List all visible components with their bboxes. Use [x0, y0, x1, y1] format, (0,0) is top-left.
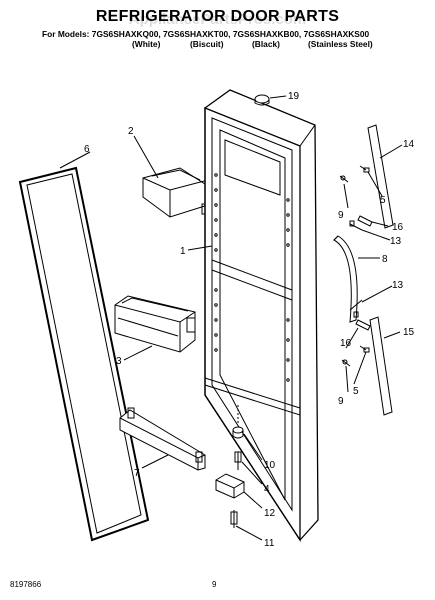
leader-6 [59, 151, 91, 169]
callout-9-lower: 9 [338, 396, 344, 407]
upper-door-bin [142, 167, 209, 218]
leader-5-upper [367, 171, 383, 197]
callout-7: 7 [134, 468, 140, 479]
refrigerator-door [204, 89, 319, 543]
models-line: For Models: 7GS6SHAXKQ00, 7GS6SHAXKT00, … [42, 29, 370, 39]
callout-8: 8 [382, 254, 388, 265]
door-plug [254, 94, 270, 106]
hinge-washer [234, 451, 242, 470]
page-number: 9 [212, 580, 217, 589]
callout-19: 19 [288, 91, 300, 102]
callout-3: 3 [116, 356, 122, 367]
bottom-hinge [215, 473, 245, 499]
callout-5-upper: 5 [380, 195, 386, 206]
callout-5-lower: 5 [353, 386, 359, 397]
callout-13-upper: 13 [390, 236, 402, 247]
leader-16-lower [345, 327, 359, 349]
leader-9-lower [345, 365, 349, 393]
leader-13-upper [361, 229, 391, 241]
hinge-screw [230, 510, 238, 528]
leader-14 [379, 144, 403, 159]
callout-9-upper: 9 [338, 210, 344, 221]
callout-4: 4 [264, 484, 270, 495]
leader-10 [243, 433, 263, 461]
callout-12: 12 [264, 508, 276, 519]
leader-19 [269, 95, 287, 99]
color-white: (White) [132, 39, 161, 49]
handle-screw-lower [349, 299, 363, 318]
callout-14: 14 [403, 139, 415, 150]
page-title: REFRIGERATOR DOOR PARTS [95, 8, 340, 25]
leader-16-upper [371, 221, 389, 227]
leader-12 [243, 491, 263, 509]
leader-13-lower [361, 285, 393, 303]
leader-15 [383, 331, 401, 339]
callout-1: 1 [180, 246, 186, 257]
leader-1 [187, 245, 213, 251]
color-stainless: (Stainless Steel) [308, 39, 373, 49]
callout-15: 15 [403, 327, 415, 338]
clip-upper-16 [357, 215, 373, 227]
handle-screw-upper [349, 220, 363, 231]
callout-10: 10 [264, 460, 276, 471]
callout-11: 11 [264, 538, 275, 549]
door-gasket [18, 166, 150, 542]
callout-2: 2 [128, 126, 134, 137]
hinge-bushing [232, 405, 244, 439]
leader-3 [123, 345, 153, 361]
door-handle [333, 235, 358, 323]
door-bin [114, 295, 196, 353]
callout-13-lower: 13 [392, 280, 404, 291]
callout-6: 6 [84, 144, 90, 155]
leader-7 [141, 454, 169, 469]
screw-lower-9 [341, 359, 351, 367]
leader-11 [235, 525, 263, 541]
doc-number: 8197866 [10, 580, 42, 589]
callout-16-lower: 16 [340, 338, 352, 349]
lower-bin-rail [119, 407, 206, 471]
lower-trim [369, 316, 393, 416]
color-black: (Black) [252, 39, 280, 49]
screw-upper-9 [339, 175, 349, 183]
clip-lower-16 [355, 319, 371, 331]
screw-lower-5 [359, 345, 370, 353]
screw-upper-5 [359, 165, 370, 173]
upper-trim [367, 124, 394, 229]
color-biscuit: (Biscuit) [190, 39, 224, 49]
leader-4 [241, 461, 263, 485]
callout-16-upper: 16 [392, 222, 404, 233]
leader-5-lower [353, 351, 367, 385]
watermark: AppliancePartsPros.com [128, 11, 307, 28]
leader-9-upper [343, 183, 349, 209]
leader-2 [133, 135, 159, 179]
